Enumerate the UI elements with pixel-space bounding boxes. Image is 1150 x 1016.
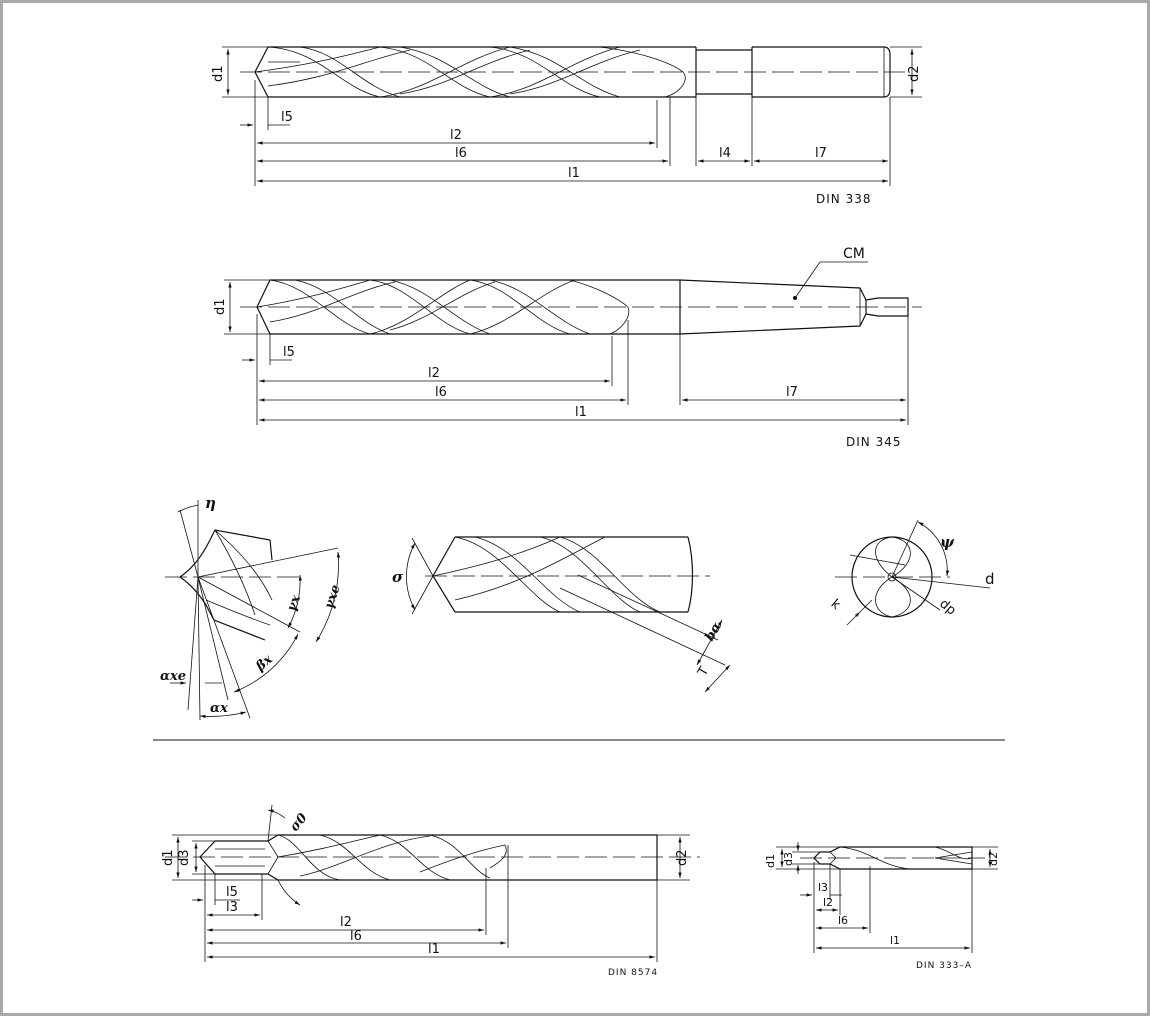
label-sigma0: σ0 [287, 811, 310, 835]
standard-din333a: DIN 333–A [916, 961, 972, 971]
label-l1: l1 [428, 942, 440, 957]
label-gamma-xe: γxe [322, 583, 344, 611]
standard-din345: DIN 345 [846, 435, 901, 449]
label-l5: l5 [283, 345, 295, 360]
angle-detail-middle: σ bα T [392, 536, 731, 693]
cross-section-right: ψ d dp k [828, 519, 995, 626]
label-d3: d3 [177, 849, 192, 866]
label-l2: l2 [823, 896, 833, 909]
label-d1: d1 [211, 65, 226, 82]
label-d1: d1 [161, 849, 176, 866]
label-gamma-x: γx [284, 593, 304, 614]
label-d1: d1 [213, 298, 228, 315]
standard-din338: DIN 338 [816, 192, 871, 206]
label-alpha-x: αx [210, 701, 228, 716]
label-l4: l4 [719, 146, 731, 161]
label-psi: ψ [940, 533, 955, 551]
label-l3: l3 [226, 900, 238, 915]
label-l5: l5 [281, 110, 293, 125]
label-d2: d2 [987, 852, 1000, 866]
label-l1: l1 [568, 166, 580, 181]
label-l2: l2 [428, 366, 440, 381]
drill-din8574: d1 d3 d2 σ0 l5 l3 l2 l6 l1 DIN 8574 [161, 804, 700, 978]
label-sigma: σ [392, 568, 404, 586]
label-l7: l7 [815, 146, 827, 161]
label-t: T [695, 664, 712, 679]
label-d2: d2 [675, 849, 690, 866]
label-l6: l6 [455, 146, 467, 161]
label-l1: l1 [890, 934, 900, 947]
label-eta: η [205, 494, 216, 512]
label-alpha-xe: αxe [160, 669, 186, 684]
label-cm: CM [843, 246, 865, 262]
label-l3: l3 [818, 881, 828, 894]
label-l6: l6 [350, 929, 362, 944]
label-l2: l2 [340, 915, 352, 930]
label-k: k [828, 597, 844, 614]
label-dp: dp [936, 596, 958, 618]
standard-din8574: DIN 8574 [608, 968, 658, 978]
drill-din345: CM d1 l5 l2 l6 l7 l1 DIN 345 [213, 246, 922, 449]
label-d1: d1 [764, 854, 777, 868]
angle-detail-left: η γx γxe βx αxe αx [160, 494, 344, 721]
label-l6: l6 [838, 914, 848, 927]
drill-din338: d1 d2 l5 l2 l6 l4 l7 l1 DIN 338 [211, 46, 922, 206]
label-l1: l1 [575, 405, 587, 420]
drill-din333a: d1 d3 d2 l3 l2 l6 l1 DIN 333–A [764, 842, 1000, 971]
label-d: d [985, 570, 995, 588]
label-l2: l2 [450, 128, 462, 143]
label-d2: d2 [907, 65, 922, 82]
label-b-alpha: bα [702, 620, 725, 644]
label-l7: l7 [786, 385, 798, 400]
label-d3: d3 [782, 852, 795, 866]
label-l6: l6 [435, 385, 447, 400]
label-beta-x: βx [253, 652, 276, 675]
label-l5: l5 [226, 885, 238, 900]
